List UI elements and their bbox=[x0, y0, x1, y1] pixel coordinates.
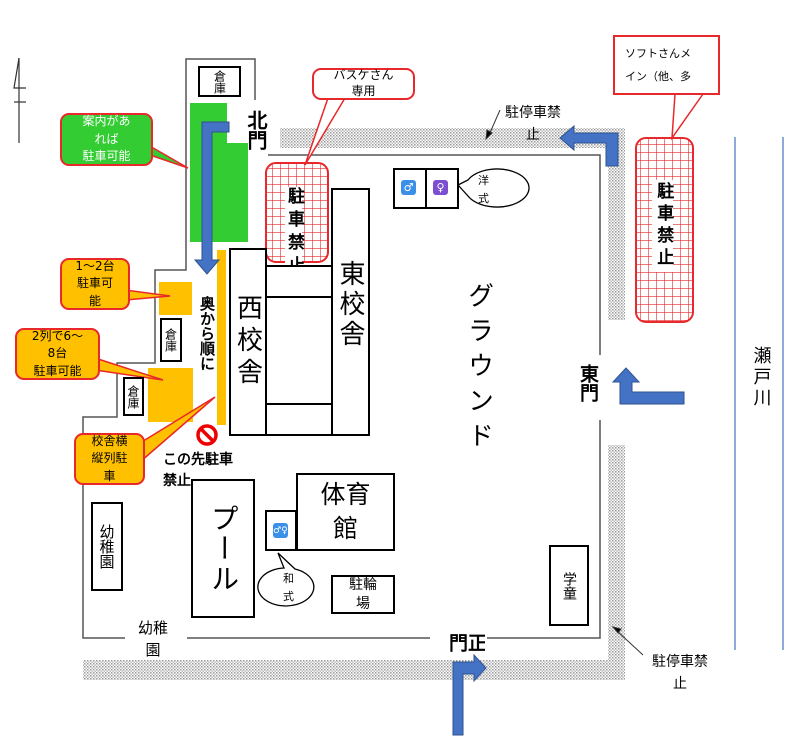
callout-orange-parking-3: 校舎横 縦列駐 車 bbox=[74, 433, 145, 485]
gym: 体育館 bbox=[296, 473, 395, 551]
callout-orange-parking-2: 2列で6～ 8台 駐車可能 bbox=[15, 328, 100, 380]
callout-pointer bbox=[139, 396, 216, 463]
after-school-care: 学童 bbox=[549, 545, 589, 626]
kindergarten-entrance-label: 幼稚 園 bbox=[138, 619, 169, 659]
toilet-unisex-icon: ♂♀ bbox=[273, 523, 288, 538]
east-gate-label: 東門 bbox=[577, 364, 599, 402]
east-building-label: 東校舎 bbox=[335, 260, 365, 350]
storage-label: 倉庫 bbox=[126, 384, 140, 409]
western-toilet-label: 洋 式 bbox=[478, 174, 489, 205]
east-building: 東校舎 bbox=[331, 188, 370, 436]
compass-north-icon bbox=[13, 57, 26, 143]
no-stopping-band-right-upper bbox=[608, 128, 625, 320]
no-entry-icon bbox=[196, 424, 218, 446]
storage-south: 倉庫 bbox=[123, 377, 144, 416]
west-building: 西校舎 bbox=[229, 248, 267, 436]
no-parking-label-basketball: 駐車禁止 bbox=[284, 187, 304, 279]
no-stopping-band-right-lower bbox=[608, 445, 625, 680]
storage-label: 倉庫 bbox=[212, 69, 227, 94]
callout-pointer bbox=[304, 97, 346, 166]
no-stopping-band-bottom bbox=[83, 660, 625, 680]
storage-north: 倉庫 bbox=[198, 66, 241, 97]
callout-orange-parking-1: 1～2台 駐車可 能 bbox=[60, 258, 130, 310]
divider bbox=[265, 403, 333, 405]
no-stopping-label-top: 駐停車禁 止 bbox=[505, 105, 561, 143]
callout-softball: ソフトさんメ イン（他、多 bbox=[613, 35, 720, 95]
main-gate-label: 正門 bbox=[447, 632, 485, 652]
no-parking-ahead-label: この先駐車 禁止 bbox=[163, 452, 233, 489]
pool: プール bbox=[191, 479, 255, 618]
middle-building bbox=[265, 265, 333, 436]
callout-pointer bbox=[124, 289, 171, 301]
no-parking-label-softball: 駐車禁止 bbox=[652, 180, 674, 272]
river-label: 瀬戸川 bbox=[750, 346, 772, 409]
campus-boundary bbox=[82, 58, 601, 639]
gym-label: 体育館 bbox=[320, 480, 371, 543]
toilet-male-icon: ♂ bbox=[401, 180, 416, 195]
west-building-label: 西校舎 bbox=[232, 294, 263, 390]
pool-label: プール bbox=[207, 503, 240, 594]
no-stopping-band-top bbox=[280, 128, 625, 148]
parking-area-orange-strip bbox=[217, 250, 226, 425]
toilet-female-icon: ♀ bbox=[433, 180, 448, 195]
no-stopping-label-bottom: 駐停車禁 止 bbox=[652, 654, 708, 692]
japanese-toilet-label: 和 式 bbox=[283, 572, 294, 603]
speech-bubble-western bbox=[456, 168, 530, 208]
callout-basketball: バスケさん 専用 bbox=[312, 68, 415, 100]
ground-label: グラウンド bbox=[463, 282, 494, 457]
kindergarten: 幼稚園 bbox=[91, 502, 123, 591]
in-order-label: 奥から順に bbox=[198, 296, 216, 371]
callout-green-parking: 案内があ れば 駐車可能 bbox=[60, 113, 153, 166]
storage-label: 倉庫 bbox=[163, 328, 178, 352]
storage-middle: 倉庫 bbox=[160, 318, 182, 362]
divider bbox=[265, 296, 333, 298]
divider bbox=[425, 168, 427, 209]
bike-parking: 駐輪場 bbox=[331, 575, 395, 614]
callout-pointer bbox=[94, 357, 164, 381]
callout-pointer bbox=[671, 93, 704, 141]
speech-bubble-japanese bbox=[257, 552, 315, 607]
after-school-label: 学童 bbox=[561, 571, 577, 600]
callout-pointer bbox=[147, 144, 189, 169]
kindergarten-label: 幼稚園 bbox=[97, 524, 116, 569]
arrow-icon bbox=[193, 121, 685, 736]
north-gate-label: 北門 bbox=[244, 110, 268, 150]
bike-parking-label: 駐輪場 bbox=[349, 577, 377, 612]
pointer-arrow bbox=[485, 109, 644, 656]
parking-area-orange-1 bbox=[159, 282, 192, 315]
